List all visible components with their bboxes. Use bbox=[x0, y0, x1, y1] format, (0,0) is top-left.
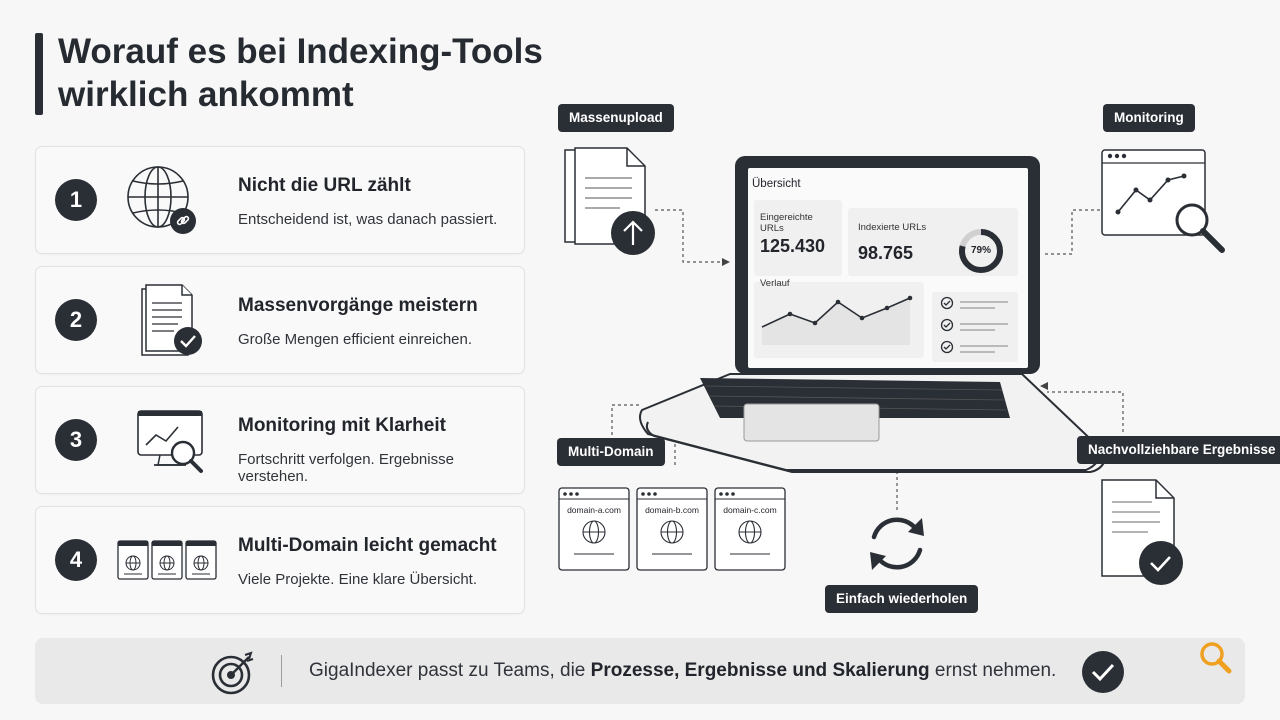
footer-text: GigaIndexer passt zu Teams, die Prozesse… bbox=[309, 660, 1056, 682]
domain-a-label: domain-a.com bbox=[567, 505, 621, 515]
card-description: Große Mengen efficient einreichen. bbox=[238, 331, 473, 348]
card-title: Massenvorgänge meistern bbox=[238, 295, 478, 316]
card-number: 2 bbox=[55, 299, 97, 341]
globe-link-icon bbox=[116, 163, 216, 239]
magnifier-accent-icon bbox=[1198, 640, 1234, 676]
submitted-value: 125.430 bbox=[760, 236, 826, 256]
monitor-magnifier-icon bbox=[116, 403, 216, 479]
title-accent-bar bbox=[35, 33, 43, 115]
page-title-line2: wirklich ankommt bbox=[58, 75, 354, 114]
card-number: 3 bbox=[55, 419, 97, 461]
page-title: Worauf es bei Indexing-Tools wirklich an… bbox=[58, 30, 578, 116]
browser-windows-icon bbox=[116, 523, 217, 599]
feature-card-4: 4 Multi-Domain leicht gemacht bbox=[35, 506, 525, 614]
gauge-label: 79% bbox=[970, 245, 991, 256]
card-title: Multi-Domain leicht gemacht bbox=[238, 535, 497, 556]
result-document-icon bbox=[1101, 479, 1183, 585]
feature-card-1: 1 Nicht die URL zählt Entscheidend ist, … bbox=[35, 146, 525, 254]
footer-text-suffix: ernst nehmen. bbox=[929, 660, 1057, 681]
upload-documents-icon bbox=[564, 147, 655, 255]
footer-text-bold: Prozesse, Ergebnisse und Skalierung bbox=[590, 660, 930, 681]
indexed-label: Indexierte URLs bbox=[858, 222, 927, 233]
monitoring-window-icon bbox=[1101, 149, 1225, 253]
card-number: 4 bbox=[55, 539, 97, 581]
label-nachvollziehbare-ergebnisse: Nachvollziehbare Ergebnisse bbox=[1077, 436, 1280, 464]
label-multi-domain: Multi-Domain bbox=[557, 438, 665, 466]
illustration bbox=[558, 147, 1225, 585]
card-description: Entscheidend ist, was danach passiert. bbox=[238, 211, 498, 228]
domain-c-label: domain-c.com bbox=[723, 505, 777, 515]
card-number: 1 bbox=[55, 179, 97, 221]
card-title: Monitoring mit Klarheit bbox=[238, 415, 446, 436]
footer-text-prefix: GigaIndexer passt zu Teams, die bbox=[309, 660, 591, 681]
footer-divider bbox=[281, 655, 282, 687]
trend-label: Verlauf bbox=[760, 278, 790, 289]
domain-windows bbox=[558, 487, 786, 571]
label-einfach-wiederholen: Einfach wiederholen bbox=[825, 585, 979, 613]
indexed-value: 98.765 bbox=[858, 243, 914, 263]
label-massenupload: Massenupload bbox=[558, 104, 674, 132]
check-circle-icon bbox=[1081, 650, 1125, 694]
feature-card-2: 2 Massenvorgänge meistern Große Mengen e… bbox=[35, 266, 525, 374]
target-icon bbox=[211, 651, 255, 695]
label-monitoring: Monitoring bbox=[1103, 104, 1195, 132]
page-title-line1: Worauf es bei Indexing-Tools bbox=[58, 32, 543, 71]
card-description: Fortschritt verfolgen. Ergebnisse verste… bbox=[238, 451, 454, 485]
repeat-icon bbox=[871, 517, 923, 570]
documents-check-icon bbox=[116, 283, 216, 359]
dashboard-title: Übersicht bbox=[752, 178, 801, 190]
progress-gauge bbox=[959, 229, 1003, 273]
feature-card-3: 3 Monitoring mit Klarheit Fortschritt ve… bbox=[35, 386, 525, 494]
card-description: Viele Projekte. Eine klare Übersicht. bbox=[238, 571, 478, 588]
domain-b-label: domain-b.com bbox=[645, 505, 699, 515]
submitted-label: Eingereichte URLs bbox=[760, 212, 813, 234]
card-title: Nicht die URL zählt bbox=[238, 175, 411, 196]
footer-banner: GigaIndexer passt zu Teams, die Prozesse… bbox=[35, 638, 1245, 704]
